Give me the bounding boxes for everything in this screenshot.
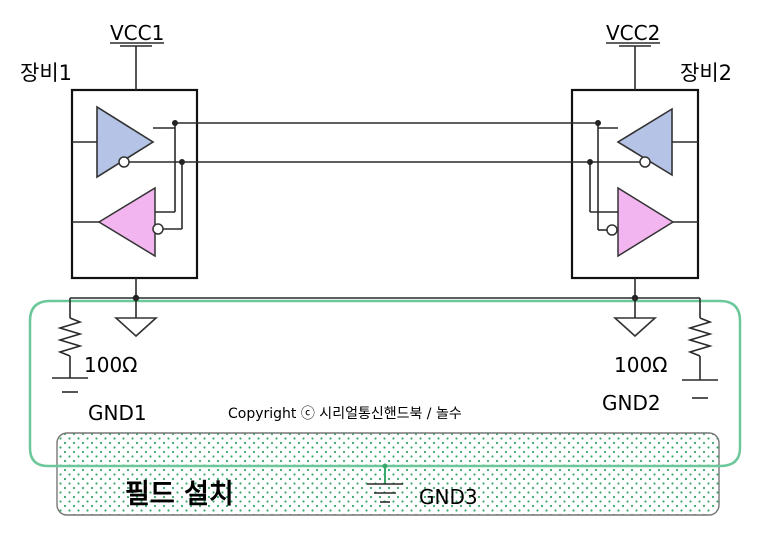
device2-receiver-icon xyxy=(617,186,675,258)
device2-resistor-label: 100Ω xyxy=(614,353,667,377)
field-installation-label: 필드 설치 xyxy=(125,479,234,510)
gnd3-label: GND3 xyxy=(419,485,478,509)
device2-signal-ground-icon xyxy=(612,317,658,338)
gnd1-label: GND1 xyxy=(88,401,147,425)
device2-box xyxy=(570,88,700,280)
device2-label: 장비2 xyxy=(680,61,732,85)
device1-signal-ground-icon xyxy=(113,317,159,338)
device1-receiver-icon xyxy=(97,186,156,258)
vcc1-label: VCC1 xyxy=(110,21,164,45)
device1-resistor-label: 100Ω xyxy=(84,353,137,377)
bus-lines xyxy=(175,122,598,163)
device2 xyxy=(570,45,700,280)
device1-box xyxy=(70,88,199,280)
device2-ground-network xyxy=(612,298,718,399)
field-ground xyxy=(367,463,403,503)
copyright-text: Copyright ⓒ 시리얼통신핸드북 / 놀수 xyxy=(228,406,462,422)
device1 xyxy=(70,45,199,280)
vcc2-label: VCC2 xyxy=(606,21,660,45)
device1-resistor-icon xyxy=(57,317,83,357)
device2-resistor-icon xyxy=(687,317,713,357)
device1-ground-network xyxy=(52,298,159,393)
device1-label: 장비1 xyxy=(20,61,72,85)
field-installation-area xyxy=(56,432,720,516)
gnd2-label: GND2 xyxy=(602,391,661,415)
